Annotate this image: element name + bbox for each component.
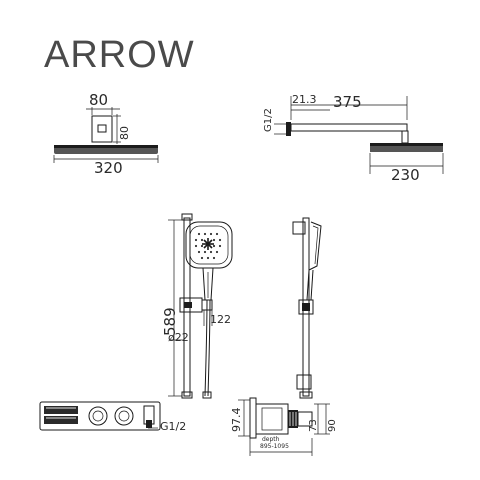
dim-rail-bracket-height: 122 <box>210 313 231 326</box>
dim-valve-box-height: 90 <box>327 419 338 432</box>
dim-head-plate-width: 320 <box>94 159 123 177</box>
dim-head-depth-side: 80 <box>118 126 131 140</box>
dim-valve-height: 97.4 <box>230 408 243 433</box>
dim-depth-label: depth <box>262 436 280 443</box>
shower-head-top-view: 80 80 320 <box>53 91 159 177</box>
dim-rail-diameter: ø22 <box>168 331 189 344</box>
dim-head-diameter: 230 <box>391 166 420 184</box>
dim-valve-offset: 73 <box>308 419 319 432</box>
thermostatic-valve-side: 97.4 73 90 depth 895-1095 <box>230 397 338 456</box>
dim-rail-height: 589 <box>161 307 179 336</box>
dim-pipe-offset: 21.3 <box>292 93 317 106</box>
thermostatic-valve-front: G1/2 <box>39 401 186 433</box>
brand-logo: ARROW <box>44 34 195 76</box>
shower-arm-side-view: G1/2 21.3 375 230 <box>263 93 444 184</box>
dim-arm-length: 375 <box>333 93 362 111</box>
dim-valve-thread: G1/2 <box>160 420 186 433</box>
head-disc <box>370 143 443 152</box>
slide-rail-side-view <box>292 217 322 399</box>
dim-pipe-thread: G1/2 <box>263 108 274 132</box>
dim-depth-range: 895-1095 <box>260 443 289 450</box>
dim-head-width-top: 80 <box>89 91 108 109</box>
slide-rail-front-view: 589 122 <box>161 213 233 399</box>
